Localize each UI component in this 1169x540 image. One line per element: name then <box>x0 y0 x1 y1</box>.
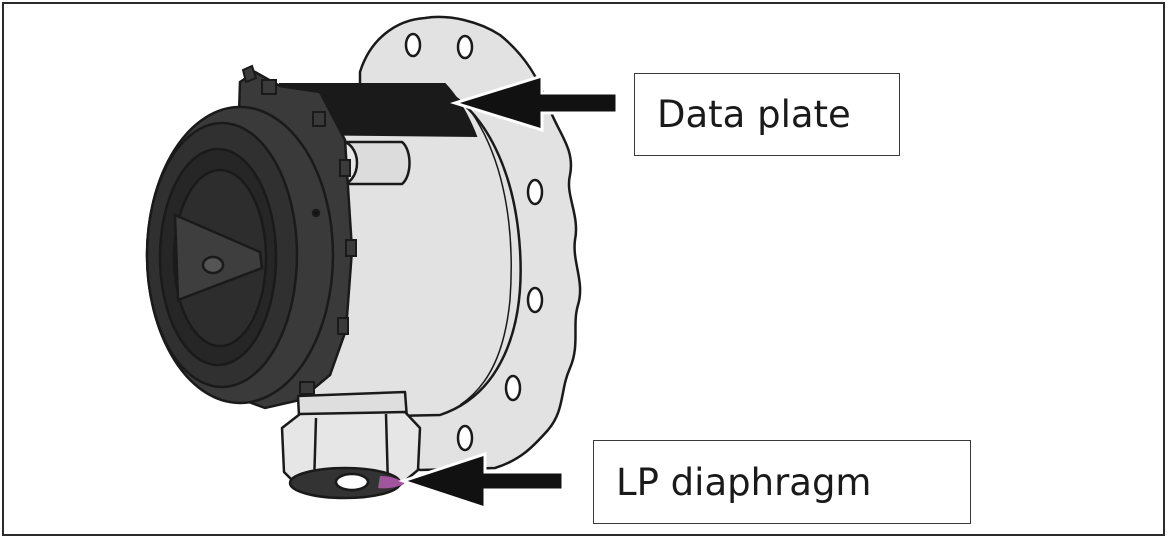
flange-bolt-holes <box>404 32 544 452</box>
lp-diaphragm-callout: LP diaphragm <box>593 440 971 524</box>
lp-outlet-fitting <box>280 390 422 500</box>
data-plate-arrow <box>449 73 619 133</box>
inlet-tabs <box>241 64 357 395</box>
lp-diaphragm <box>378 476 404 489</box>
lp-diaphragm-label: LP diaphragm <box>616 460 872 504</box>
data-plate-label: Data plate <box>657 93 851 136</box>
inlet-housing <box>145 70 354 410</box>
lp-diaphragm-arrow <box>398 451 565 511</box>
data-plate-callout: Data plate <box>634 73 900 156</box>
